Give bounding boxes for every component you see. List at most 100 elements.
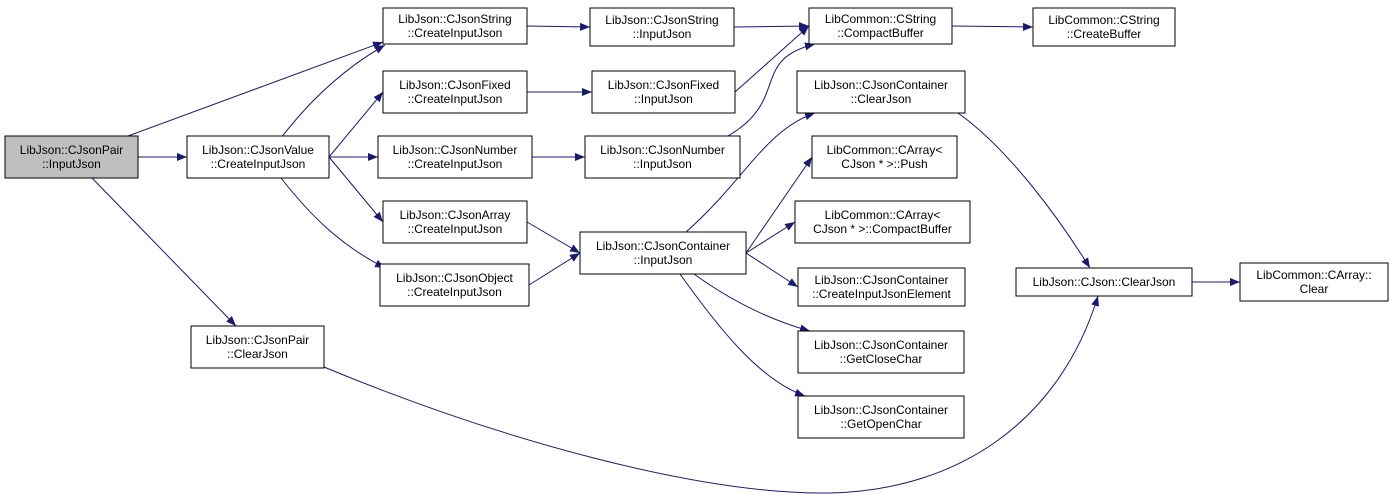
node-cjson-clear[interactable]: LibJson::CJson::ClearJson — [1015, 267, 1193, 297]
node-container-element[interactable]: LibJson::CJsonContainer::CreateInputJson… — [797, 267, 966, 307]
node-box — [797, 330, 965, 374]
node-label-line: ::CreateInputJson — [408, 92, 503, 106]
node-cstring-compact[interactable]: LibCommon::CString::CompactBuffer — [808, 7, 953, 45]
node-value-create[interactable]: LibJson::CJsonValue::CreateInputJson — [186, 135, 330, 179]
edge-container_input-to-container_element — [745, 252, 799, 288]
node-box — [382, 7, 528, 45]
node-container-close[interactable]: LibJson::CJsonContainer::GetCloseChar — [797, 330, 965, 374]
node-box — [1239, 262, 1389, 302]
edge-pair_input-to-string_create — [127, 41, 384, 137]
node-box — [379, 263, 530, 307]
node-box — [377, 135, 533, 179]
node-fixed-input[interactable]: LibJson::CJsonFixed::InputJson — [591, 70, 736, 114]
node-label-line: LibCommon::CString — [825, 12, 936, 26]
node-label-line: LibJson::CJsonArray — [400, 208, 511, 222]
node-label-line: LibJson::CJsonContainer — [814, 78, 948, 92]
node-pair-input[interactable]: LibJson::CJsonPair::InputJson — [4, 135, 139, 179]
node-label-line: LibCommon::CArray< — [825, 208, 941, 222]
edge-pair_clear-to-cjson_clear — [323, 295, 1099, 494]
node-label-line: LibJson::CJsonObject — [396, 271, 513, 285]
node-carray-clear[interactable]: LibCommon::CArray::Clear — [1239, 262, 1389, 302]
node-box — [1032, 7, 1176, 47]
node-label-line: ::CreateInputJson — [408, 26, 503, 40]
node-label-line: LibCommon::CArray< — [827, 143, 943, 157]
node-box — [811, 135, 958, 179]
node-box — [591, 70, 736, 114]
node-label-line: LibJson::CJsonFixed — [608, 78, 719, 92]
node-label-line: ::GetOpenChar — [840, 417, 921, 431]
node-label-line: LibJson::CJsonContainer — [814, 403, 948, 417]
edge-array_create-to-container_input — [526, 221, 581, 254]
edges-layer — [91, 22, 1240, 494]
edge-container_input-to-carray_push — [745, 156, 813, 254]
node-box — [796, 70, 966, 114]
node-container-clear[interactable]: LibJson::CJsonContainer::ClearJson — [796, 70, 966, 114]
node-box — [794, 200, 971, 244]
node-box — [186, 135, 330, 179]
node-label-line: ::CreateInputJson — [408, 157, 503, 171]
node-fixed-create[interactable]: LibJson::CJsonFixed::CreateInputJson — [382, 70, 528, 114]
node-label-line: Clear — [1300, 282, 1329, 296]
node-box — [382, 200, 528, 244]
node-label-line: LibCommon::CArray:: — [1256, 268, 1371, 282]
node-box — [584, 135, 741, 179]
node-object-create[interactable]: LibJson::CJsonObject::CreateInputJson — [379, 263, 530, 307]
node-label-line: CJson * >::CompactBuffer — [813, 222, 952, 236]
node-box — [190, 325, 325, 369]
edge-value_create-to-string_create — [280, 44, 386, 139]
edge-string_create-to-string_input — [526, 22, 591, 31]
edge-value_create-to-fixed_create — [328, 91, 384, 158]
node-number-create[interactable]: LibJson::CJsonNumber::CreateInputJson — [377, 135, 533, 179]
node-container-input[interactable]: LibJson::CJsonContainer::InputJson — [579, 231, 747, 275]
edge-container_input-to-container_open — [679, 273, 806, 397]
edge-cstring_compact-to-cstring_create — [951, 22, 1034, 31]
node-box — [4, 135, 139, 179]
node-label-line: LibJson::CJsonValue — [202, 143, 314, 157]
node-cstring-create[interactable]: LibCommon::CString::CreateBuffer — [1032, 7, 1176, 47]
edge-container_clear-to-cjson_clear — [957, 112, 1091, 269]
node-pair-clear[interactable]: LibJson::CJsonPair::ClearJson — [190, 325, 325, 369]
node-label-line: LibJson::CJsonFixed — [399, 78, 510, 92]
node-label-line: ::InputJson — [42, 157, 101, 171]
node-string-input[interactable]: LibJson::CJsonString::InputJson — [589, 7, 735, 47]
node-string-create[interactable]: LibJson::CJsonString::CreateInputJson — [382, 7, 528, 45]
node-container-open[interactable]: LibJson::CJsonContainer::GetOpenChar — [797, 395, 965, 439]
edge-value_create-to-array_create — [328, 156, 384, 223]
node-label-line: LibJson::CJsonString — [605, 13, 718, 27]
nodes-layer: LibJson::CJsonPair::InputJsonLibJson::CJ… — [4, 7, 1389, 439]
node-label-line: LibJson::CJsonContainer — [814, 273, 948, 287]
node-label-line: ::CreateBuffer — [1067, 27, 1141, 41]
node-label-line: ::InputJson — [633, 157, 692, 171]
node-label-line: LibJson::CJsonPair — [206, 333, 309, 347]
node-label-line: LibJson::CJsonContainer — [596, 239, 730, 253]
node-label-line: ::CompactBuffer — [837, 26, 923, 40]
edge-container_input-to-carray_compact — [745, 221, 796, 254]
edge-value_create-to-object_create — [280, 177, 386, 269]
node-label-line: ::InputJson — [634, 92, 693, 106]
node-box — [797, 267, 966, 307]
node-label-line: LibJson::CJsonNumber — [393, 143, 518, 157]
node-box — [797, 395, 965, 439]
node-label-line: ::CreateInputJson — [407, 285, 502, 299]
node-carray-compact[interactable]: LibCommon::CArray<CJson * >::CompactBuff… — [794, 200, 971, 244]
node-label-line: ::CreateInputJsonElement — [812, 287, 951, 301]
node-label-line: ::InputJson — [634, 253, 693, 267]
node-label-line: ::ClearJson — [227, 347, 288, 361]
node-label-line: ::CreateInputJson — [408, 222, 503, 236]
edge-pair_input-to-pair_clear — [91, 177, 237, 327]
node-box — [1015, 267, 1193, 297]
node-label-line: LibJson::CJsonNumber — [600, 143, 725, 157]
node-box — [589, 7, 735, 47]
edge-string_input-to-cstring_compact — [733, 22, 810, 31]
edge-number_input-to-cstring_compact — [727, 42, 816, 137]
edge-container_input-to-container_clear — [685, 112, 816, 233]
node-number-input[interactable]: LibJson::CJsonNumber::InputJson — [584, 135, 741, 179]
edge-container_input-to-container_close — [693, 273, 811, 333]
node-label-line: LibJson::CJson::ClearJson — [1033, 275, 1176, 289]
edge-fixed_input-to-cstring_compact — [734, 25, 810, 93]
node-label-line: ::CreateInputJson — [211, 157, 306, 171]
node-label-line: CJson * >::Push — [841, 157, 927, 171]
node-array-create[interactable]: LibJson::CJsonArray::CreateInputJson — [382, 200, 528, 244]
node-carray-push[interactable]: LibCommon::CArray<CJson * >::Push — [811, 135, 958, 179]
